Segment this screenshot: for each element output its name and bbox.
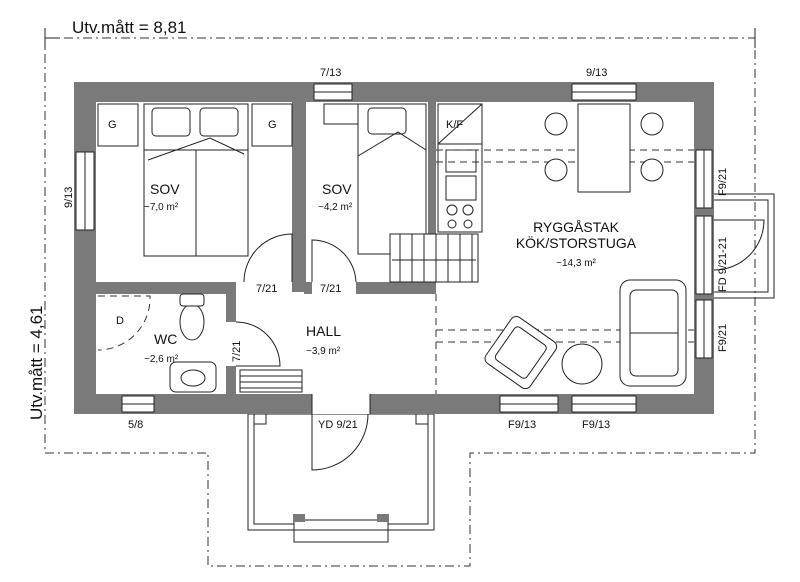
fridge-label: K/F — [446, 119, 463, 131]
windows — [75, 83, 713, 414]
window-bottom-left-label: 5/8 — [128, 419, 143, 431]
window-top-right-label: 9/13 — [586, 67, 607, 79]
window-bottom-right-label: F9/13 — [582, 419, 610, 431]
dining-table — [544, 103, 664, 193]
room-sov2-area: ~4,2 m² — [318, 202, 353, 213]
room-kitchen-area: ~14,3 m² — [556, 258, 596, 269]
room-hall-name: HALL — [306, 323, 341, 339]
door-right-label: FD 9/21-21 — [717, 237, 729, 292]
room-kitchen-line2: KÖK/STORSTUGA — [516, 234, 637, 251]
door-entrance-label: YD 9/21 — [318, 419, 358, 431]
window-left-label: 9/13 — [63, 187, 75, 208]
wc-fixtures — [97, 293, 217, 393]
doors — [226, 219, 765, 471]
roof-outline — [44, 28, 756, 567]
room-sov1-area: ~7,0 m² — [144, 202, 179, 213]
window-right-bottom-label: F9/21 — [717, 324, 729, 352]
room-sov2-name: SOV — [322, 181, 352, 197]
staircase — [389, 233, 479, 283]
room-kitchen-line1: RYGGÅSTAK — [533, 219, 620, 235]
shower-label: D — [116, 315, 124, 327]
depth-dimension-label: Utv.mått = 4,61 — [27, 306, 46, 420]
entrance-porch — [247, 413, 435, 543]
loft-lines — [435, 149, 694, 394]
door-sov2-label: 7/21 — [320, 283, 341, 295]
hall-bench — [239, 369, 303, 393]
door-wc-label: 7/21 — [231, 341, 243, 362]
wardrobe-2-label: G — [268, 119, 277, 131]
door-sov1-label: 7/21 — [256, 283, 277, 295]
room-wc-area: ~2,6 m² — [144, 354, 179, 365]
window-bottom-mid-label: F9/13 — [508, 419, 536, 431]
room-sov1-name: SOV — [150, 181, 180, 197]
kitchen-fixtures — [437, 103, 483, 233]
wardrobe-1-label: G — [108, 119, 117, 131]
bedroom-2-furniture — [323, 103, 427, 255]
room-wc-name: WC — [154, 331, 177, 347]
width-dimension-label: Utv.mått = 8,81 — [72, 18, 186, 37]
room-hall-area: ~3,9 m² — [306, 346, 341, 357]
window-right-top-label: F9/21 — [717, 168, 729, 196]
living-furniture — [484, 279, 687, 390]
bedroom-1-furniture — [97, 103, 293, 257]
window-top-left-label: 7/13 — [320, 67, 341, 79]
